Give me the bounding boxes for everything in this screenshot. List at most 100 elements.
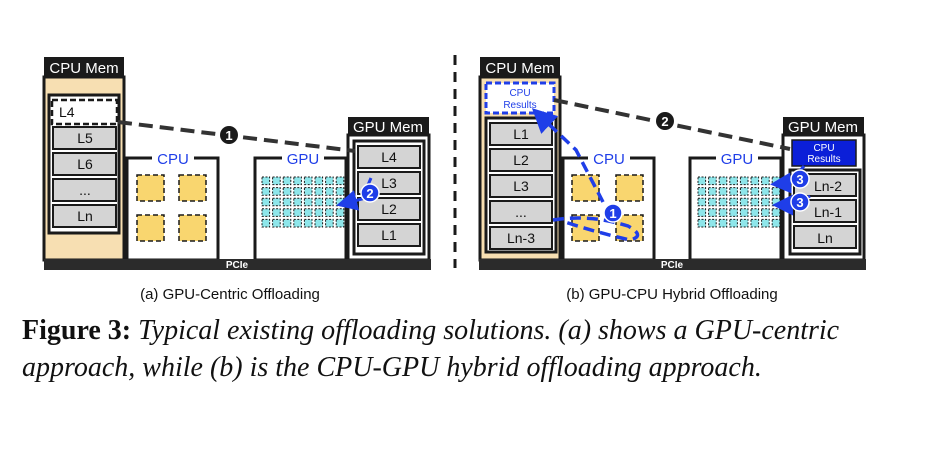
cpu-results-box-b xyxy=(484,81,556,115)
gpu-sm-cell xyxy=(729,208,738,217)
transfer-arrow-a xyxy=(117,120,356,153)
gpu-layer-b-ln1 xyxy=(793,199,857,223)
cpu-results-b-line2: Results xyxy=(503,100,536,111)
gpu-sm-cell xyxy=(293,218,302,228)
gpu-sm-cell xyxy=(771,208,781,217)
gpu-sm-cell xyxy=(708,176,717,186)
layer-b-l3-text: L3 xyxy=(513,178,529,194)
gpu-layer-b-ln1-text: Ln-1 xyxy=(814,204,842,220)
layer-a-l5 xyxy=(52,126,117,150)
step-badge-b3b-text: 3 xyxy=(796,195,803,210)
pcie-label-a: PCIe xyxy=(226,260,249,271)
layer-b-l3 xyxy=(489,174,553,198)
gpu-sm-cell xyxy=(718,176,728,186)
gpu-sm-cell xyxy=(729,187,738,196)
gpu-sm-cell xyxy=(335,218,345,228)
step-badge-b3a-text: 3 xyxy=(796,172,803,187)
gpu-sm-cell xyxy=(739,197,749,207)
figure-caption: Figure 3: Typical existing offloading so… xyxy=(22,312,912,386)
gpu-layer-a-l3-text: L3 xyxy=(381,175,397,191)
gpu-layer-a-l4 xyxy=(357,145,421,169)
gpu-sm-cell xyxy=(303,218,313,228)
cpu-label-bg-b xyxy=(588,150,630,166)
gpu-sm-cell xyxy=(739,208,749,217)
gpu-sm-cell xyxy=(718,187,728,196)
gpu-sm-cell xyxy=(729,218,738,228)
step-badge-b1 xyxy=(603,203,623,223)
diagram-b: CPU Mem CPU Results L1 L2 L3 ... Ln-3 CP… xyxy=(478,57,866,303)
gpu-sm-cell xyxy=(282,197,292,207)
layer-a-ellipsis-text: ... xyxy=(79,182,91,198)
layer-b-l2 xyxy=(489,148,553,172)
gpu-sm-cell xyxy=(708,218,717,228)
cpu-core xyxy=(136,174,165,202)
gpu-mem-header-a xyxy=(348,117,429,136)
step-badge-a1-text: 1 xyxy=(225,128,232,143)
gpu-sm-cell xyxy=(261,197,271,207)
gpu-layer-b-ln xyxy=(793,225,857,249)
gpu-mem-header-b xyxy=(783,117,864,136)
gpu-sm-cell xyxy=(272,208,281,217)
transfer-arrow-b xyxy=(553,98,791,151)
gpu-sm-cell xyxy=(718,208,728,217)
cpu-results-gpu-line2: Results xyxy=(807,154,840,165)
gpu-sm-cell xyxy=(729,197,738,207)
layer-a-l4-cpu-text: L4 xyxy=(59,104,75,120)
gpu-label-bg-b xyxy=(716,150,758,166)
gpu-mem-label-b: GPU Mem xyxy=(788,119,858,136)
cpu-label-bg-a xyxy=(152,150,194,166)
gpu-layer-a-l1-text: L1 xyxy=(381,227,397,243)
gpu-sm-cell xyxy=(314,208,324,217)
gpu-sm-cell xyxy=(697,197,707,207)
gpu-sm-cell xyxy=(325,176,334,186)
gpu-sm-grid-a xyxy=(261,176,345,228)
step-badge-b3b xyxy=(790,192,810,212)
layer-a-ln-text: Ln xyxy=(77,208,93,224)
gpu-sm-cell xyxy=(325,197,334,207)
gpu-sm-cell xyxy=(761,176,770,186)
gpu-label-b: GPU xyxy=(721,151,754,168)
gpu-sm-cell xyxy=(303,187,313,196)
cpu-core xyxy=(615,174,644,202)
gpu-sm-cell xyxy=(303,197,313,207)
layer-b-ln3-text: Ln-3 xyxy=(507,230,535,246)
gpu-sm-cell xyxy=(729,176,738,186)
layer-a-l6-text: L6 xyxy=(77,156,93,172)
gpu-layer-a-l2-text: L2 xyxy=(381,201,397,217)
cpu-result-arrow-b xyxy=(531,108,605,203)
cpu-cores-a xyxy=(136,174,207,242)
subcaption-a: (a) GPU-Centric Offloading xyxy=(140,286,320,303)
cpu-compute-loop-b xyxy=(552,216,640,242)
layer-a-l6 xyxy=(52,152,117,176)
gpu-sm-cell xyxy=(750,218,760,228)
gpu-sm-cell xyxy=(314,218,324,228)
gpu-sm-cell xyxy=(303,208,313,217)
cpu-mem-header-b xyxy=(480,57,560,78)
gpu-sm-cell xyxy=(697,187,707,196)
gpu-sm-cell xyxy=(708,208,717,217)
gpu-layer-b-ln2-text: Ln-2 xyxy=(814,178,842,194)
cpu-core xyxy=(136,214,165,242)
pcie-label-b: PCIe xyxy=(661,260,684,271)
gpu-sm-cell xyxy=(261,176,271,186)
gpu-sm-cell xyxy=(282,187,292,196)
gpu-sm-cell xyxy=(750,197,760,207)
subcaption-b: (b) GPU-CPU Hybrid Offloading xyxy=(566,286,777,303)
caption-label: Figure 3: xyxy=(22,315,132,346)
gpu-label-a: GPU xyxy=(287,151,320,168)
gpu-sm-cell xyxy=(739,176,749,186)
cpu-results-box-gpu-b xyxy=(791,139,857,167)
layer-b-l1-text: L1 xyxy=(513,126,529,142)
gpu-sm-cell xyxy=(761,187,770,196)
cpu-mem-header-a xyxy=(44,57,124,78)
gpu-sm-cell xyxy=(293,187,302,196)
layer-b-l2-text: L2 xyxy=(513,152,529,168)
gpu-sm-cell xyxy=(761,208,770,217)
gpu-sm-cell xyxy=(750,208,760,217)
gpu-sm-cell xyxy=(697,218,707,228)
gpu-sm-cell xyxy=(739,187,749,196)
gpu-sm-cell xyxy=(697,208,707,217)
gpu-sm-cell xyxy=(335,176,345,186)
gpu-layer-a-l1 xyxy=(357,223,421,247)
step-badge-a1 xyxy=(220,126,238,144)
